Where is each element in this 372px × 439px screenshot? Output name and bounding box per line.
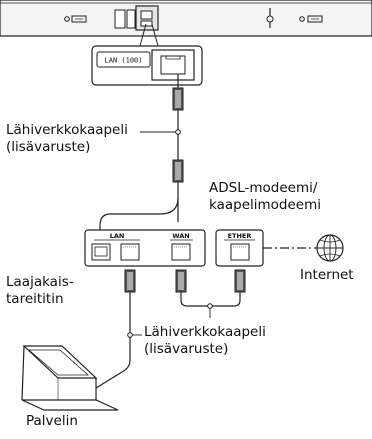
cable-bottom-label-line2: (lisävaruste) [144, 341, 229, 357]
router-label-line2: tareititin [6, 291, 64, 307]
cable-plug-icon [124, 269, 136, 293]
cable-top-label-line2: (lisävaruste) [6, 139, 91, 155]
cable-plug-icon [175, 269, 187, 293]
globe-icon [316, 234, 344, 262]
cable-bottom-label-line1: Lähiverkkokaapeli [144, 324, 266, 340]
internet-label: Internet [300, 267, 354, 283]
router-label: Laajakais- tareititin [6, 274, 74, 308]
modem: ETHER [215, 229, 264, 267]
modem-label-line2: kaapelimodeemi [209, 197, 321, 213]
modem-port-label: ETHER [228, 232, 252, 240]
router: LAN WAN [84, 229, 206, 267]
router-label-line1: Laajakais- [6, 274, 74, 290]
cable-bottom-label: Lähiverkkokaapeli (lisävaruste) [144, 324, 266, 358]
router-wan-label: WAN [172, 232, 189, 240]
router-lan-label: LAN [110, 232, 125, 240]
cable-lan-laptop [95, 269, 211, 389]
soundbar [0, 0, 372, 37]
cable-plug-icon [172, 159, 184, 183]
modem-label: ADSL-modeemi/ kaapelimodeemi [209, 180, 321, 214]
server-label: Palvelin [26, 413, 78, 429]
soundbar-port-label: LAN (100) [105, 57, 143, 65]
cable-wan-modem [175, 269, 246, 309]
internet-link [263, 234, 344, 262]
zoom-callout-lines [139, 23, 159, 47]
cable-plug-icon [234, 269, 246, 293]
cable-top [99, 74, 184, 232]
cable-top-label-line1: Lähiverkkokaapeli [6, 122, 128, 138]
cable-top-label: Lähiverkkokaapeli (lisävaruste) [6, 122, 128, 156]
laptop-icon [21, 345, 119, 411]
lan-port-zoom-box: LAN (100) [91, 45, 203, 86]
modem-label-line1: ADSL-modeemi/ [209, 180, 318, 196]
cable-plug-icon [172, 87, 184, 111]
